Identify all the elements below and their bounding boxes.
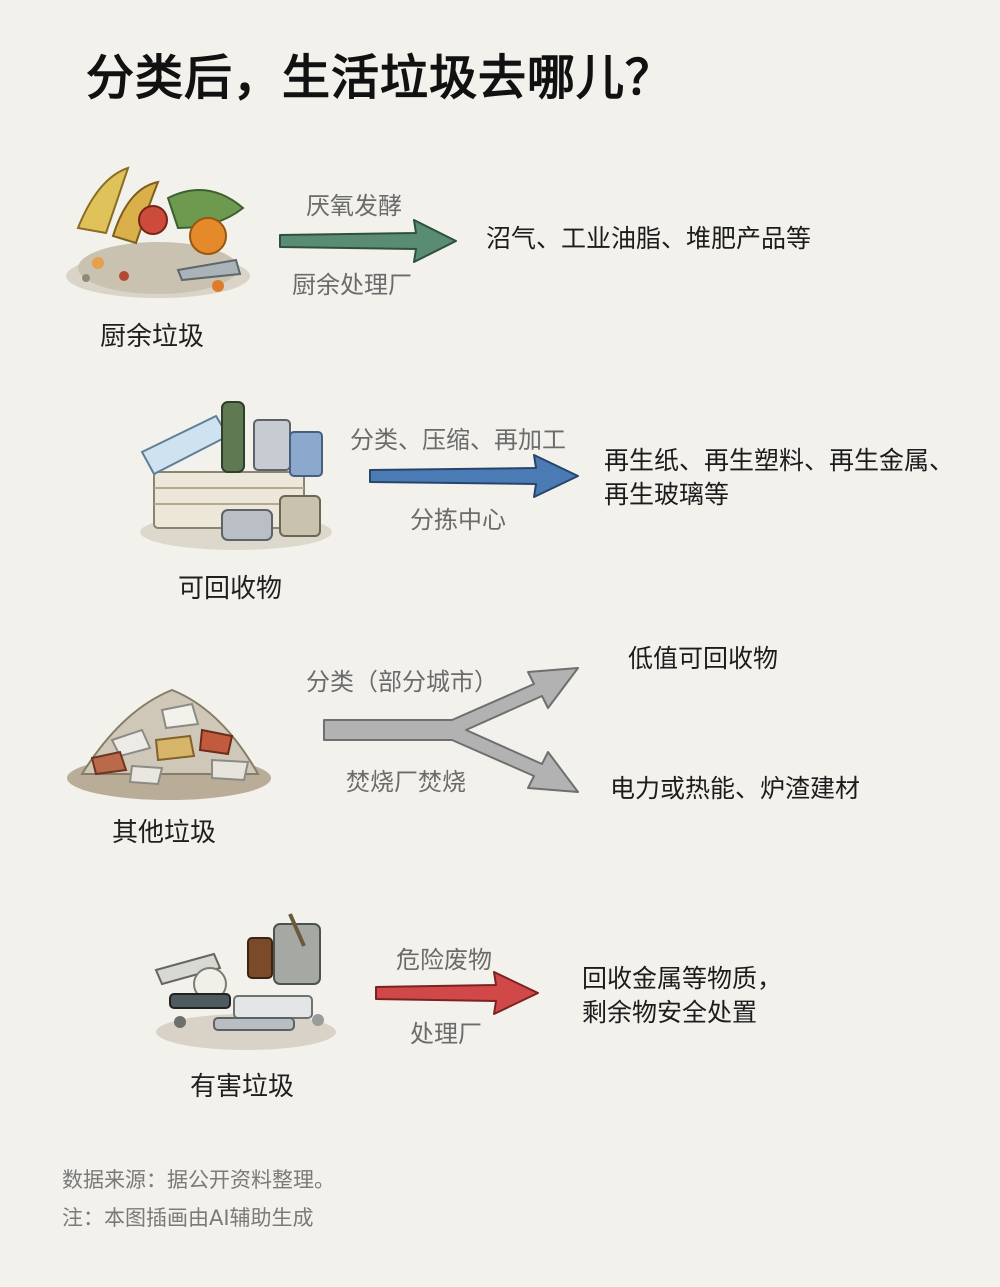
category-label-other: 其他垃圾 xyxy=(112,818,217,848)
process-label-kitchen-bottom: 厨余处理厂 xyxy=(292,271,412,299)
food-waste-pile-icon xyxy=(66,166,250,298)
recyclables-pile-icon xyxy=(140,401,332,550)
footer-source: 数据来源：据公开资料整理。 xyxy=(62,1168,335,1192)
process-label-hazardous-bottom: 处理厂 xyxy=(410,1020,482,1048)
category-label-kitchen: 厨余垃圾 xyxy=(100,322,205,352)
process-label-other-top: 分类（部分城市） xyxy=(306,668,498,696)
category-label-hazardous: 有害垃圾 xyxy=(190,1072,295,1102)
process-label-recyclable-bottom: 分拣中心 xyxy=(410,506,506,534)
output-hazardous: 回收金属等物质， 剩余物安全处置 xyxy=(582,962,982,1030)
footer-note: 注：本图插画由AI辅助生成 xyxy=(62,1206,314,1230)
output-hazardous-line2: 剩余物安全处置 xyxy=(582,998,758,1027)
output-other-bottom: 电力或热能、炉渣建材 xyxy=(610,774,861,803)
page-title: 分类后，生活垃圾去哪儿？ xyxy=(86,50,675,106)
output-recyclable: 再生纸、再生塑料、再生金属、 再生玻璃等 xyxy=(604,444,994,512)
output-other-top: 低值可回收物 xyxy=(628,644,779,673)
output-kitchen: 沼气、工业油脂、堆肥产品等 xyxy=(486,224,812,253)
residual-waste-pile-icon xyxy=(67,688,271,800)
process-label-other-bottom: 焚烧厂焚烧 xyxy=(346,768,466,796)
process-label-kitchen-top: 厌氧发酵 xyxy=(306,192,402,220)
output-recyclable-line2: 再生玻璃等 xyxy=(604,480,730,509)
arrow-hazardous xyxy=(375,971,539,1015)
arrow-other-split xyxy=(323,667,579,793)
process-label-recyclable-top: 分类、压缩、再加工 xyxy=(350,426,566,454)
output-hazardous-line1: 回收金属等物质， xyxy=(582,964,783,993)
arrow-kitchen xyxy=(279,219,457,263)
category-label-recyclable: 可回收物 xyxy=(178,574,283,604)
hazardous-waste-pile-icon xyxy=(154,913,336,1050)
output-recyclable-line1: 再生纸、再生塑料、再生金属、 xyxy=(604,446,955,475)
process-label-hazardous-top: 危险废物 xyxy=(396,946,492,974)
arrow-recyclable xyxy=(369,454,579,498)
